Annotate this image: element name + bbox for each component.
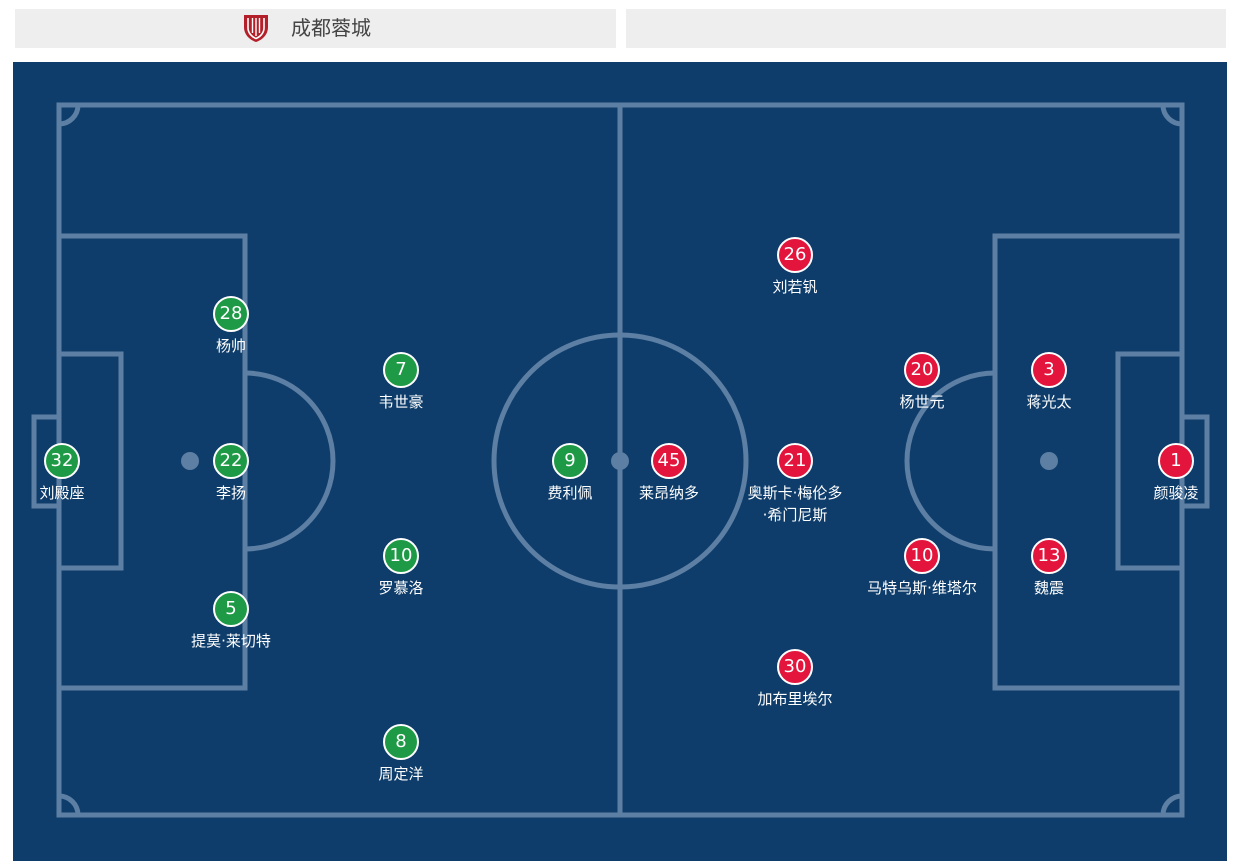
center-spot: [611, 452, 629, 470]
player-name: 刘若钒: [772, 278, 818, 296]
player-number-badge[interactable]: 1: [1158, 443, 1194, 479]
player-name: 李扬: [215, 484, 246, 502]
football-pitch: 32 刘殿座 28 杨帅 22 李扬 5 提莫·莱切特 7 韦世豪 10 罗慕洛 8 周定洋 9 费利佩 45 莱…: [13, 62, 1227, 861]
player-number-badge[interactable]: 5: [213, 591, 249, 627]
corner-arc-top-right: [1160, 104, 1183, 127]
home-team-name: 成都蓉城: [291, 16, 371, 40]
player-name: 杨帅: [215, 337, 246, 355]
player-number-badge[interactable]: 10: [383, 538, 419, 574]
center-circle: [491, 332, 749, 590]
player-name: 颜骏凌: [1153, 484, 1199, 502]
player-name: 蒋光太: [1026, 393, 1072, 411]
player-name: 加布里埃尔: [757, 690, 833, 708]
home-team-header: 成都蓉城: [15, 9, 616, 48]
player-number-badge[interactable]: 10: [904, 538, 940, 574]
left-penalty-spot: [181, 452, 199, 470]
shield-crest-icon: [244, 15, 268, 42]
player-number-badge[interactable]: 8: [383, 724, 419, 760]
player-number-badge[interactable]: 45: [651, 443, 687, 479]
player-name: 周定洋: [378, 765, 424, 783]
player-number-badge[interactable]: 9: [552, 443, 588, 479]
pitch-markings: [31, 102, 1210, 818]
player-name: 杨世元: [899, 393, 945, 411]
player-number-badge[interactable]: 32: [44, 443, 80, 479]
player-name: 刘殿座: [39, 484, 85, 502]
right-penalty-arc: [904, 370, 996, 552]
player-number-badge[interactable]: 7: [383, 352, 419, 388]
right-penalty-area: [992, 233, 1185, 691]
corner-arc-bottom-right: [1160, 793, 1183, 816]
left-penalty-arc: [244, 370, 336, 552]
away-team-header: [626, 9, 1226, 48]
player-number-badge[interactable]: 13: [1031, 538, 1067, 574]
corner-arc-bottom-left: [58, 793, 81, 816]
player-name: 魏震: [1033, 579, 1064, 597]
player-name: 莱昂纳多: [638, 484, 699, 502]
player-number-badge[interactable]: 22: [213, 443, 249, 479]
player-name: 奥斯卡·梅伦多·希门尼斯: [747, 484, 843, 524]
player-name: 提莫·莱切特: [191, 632, 271, 650]
right-penalty-spot: [1040, 452, 1058, 470]
player-name: 费利佩: [547, 484, 593, 502]
player-name: 马特乌斯·维塔尔: [867, 579, 977, 597]
player-number-badge[interactable]: 21: [777, 443, 813, 479]
player-name: 韦世豪: [378, 393, 424, 411]
player-name: 罗慕洛: [378, 579, 424, 597]
player-number-badge[interactable]: 26: [777, 237, 813, 273]
player-number-badge[interactable]: 28: [213, 296, 249, 332]
corner-arc-top-left: [58, 104, 81, 127]
player-number-badge[interactable]: 3: [1031, 352, 1067, 388]
player-number-badge[interactable]: 20: [904, 352, 940, 388]
player-number-badge[interactable]: 30: [777, 649, 813, 685]
